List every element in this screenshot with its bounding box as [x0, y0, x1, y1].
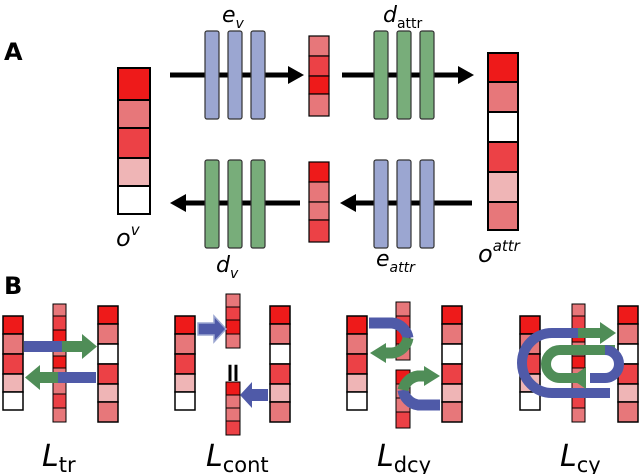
tr-arrow-left-blue — [58, 372, 96, 383]
arrow-bottom-left-head — [170, 194, 186, 212]
cy-latent-center — [571, 303, 586, 423]
tr-arrow-right-head — [82, 334, 97, 359]
tr-arrow-right-blue — [24, 341, 62, 352]
latent-vector-bottom — [308, 161, 330, 243]
cont-arrow-top — [197, 314, 228, 344]
cy-loop-outer-blue — [517, 328, 610, 398]
label-e-attr: eattr — [376, 247, 416, 276]
latent-vector-top — [308, 35, 330, 117]
dcy-uturn-top-green — [384, 336, 414, 359]
dcy-uturn-bottom-blue — [397, 388, 440, 411]
tr-vector-left — [2, 315, 24, 411]
cy-loop-inner-blue — [590, 345, 624, 383]
label-o-attr: oattr — [478, 237, 521, 268]
loss-cy-diagram — [517, 303, 639, 423]
loss-label-cy: Lcy — [560, 439, 601, 474]
label-o-v: ov — [116, 221, 141, 252]
cont-vector-right — [269, 305, 291, 423]
arrow-top-right-head — [458, 66, 474, 84]
cont-arrow-bottom — [240, 382, 268, 408]
decoder-attr-bars — [373, 30, 435, 120]
tr-arrow-left-head — [25, 365, 40, 390]
cy-loop-inner-green — [541, 345, 615, 383]
cy-loop-outer-head — [600, 322, 616, 344]
panel-label-b: B — [4, 272, 22, 300]
dcy-vector-right — [441, 305, 463, 423]
output-vector-attr — [487, 52, 519, 231]
cont-equals-sign: = — [218, 362, 248, 384]
decoder-v-bars — [204, 159, 266, 249]
encoder-attr-bars — [373, 159, 435, 249]
cont-vector-left — [174, 315, 196, 411]
output-vector-v — [117, 67, 151, 215]
panel-label-a: A — [4, 38, 23, 66]
cy-loop-inner-head — [570, 367, 586, 389]
loss-label-dcy: Ldcy — [377, 439, 431, 474]
arrow-bottom-right-head — [340, 194, 356, 212]
dcy-uturn-bottom-green — [397, 370, 426, 392]
tr-vector-right — [97, 305, 119, 423]
dcy-uturn-top-head — [370, 343, 386, 363]
cont-latent-top — [225, 293, 241, 349]
loss-tr-diagram — [2, 303, 119, 423]
loss-dcy-diagram — [346, 301, 463, 429]
tr-arrow-left-green — [38, 372, 58, 383]
label-e-v: ev — [222, 3, 245, 32]
loss-label-tr: Ltr — [42, 439, 76, 474]
label-d-attr: dattr — [383, 3, 423, 32]
arrow-top-left-head — [288, 66, 304, 84]
cont-latent-bottom — [225, 381, 241, 436]
label-d-v: dv — [216, 253, 239, 282]
loss-cont-diagram: = — [174, 293, 291, 436]
dcy-uturn-bottom-head — [424, 366, 440, 386]
dcy-uturn-top-blue — [369, 317, 414, 340]
encoder-v-bars — [204, 30, 266, 120]
dcy-vector-left — [346, 315, 368, 411]
loss-label-cont: Lcont — [206, 439, 269, 474]
tr-arrow-right-green — [62, 341, 84, 352]
tr-latent-center — [52, 303, 67, 423]
